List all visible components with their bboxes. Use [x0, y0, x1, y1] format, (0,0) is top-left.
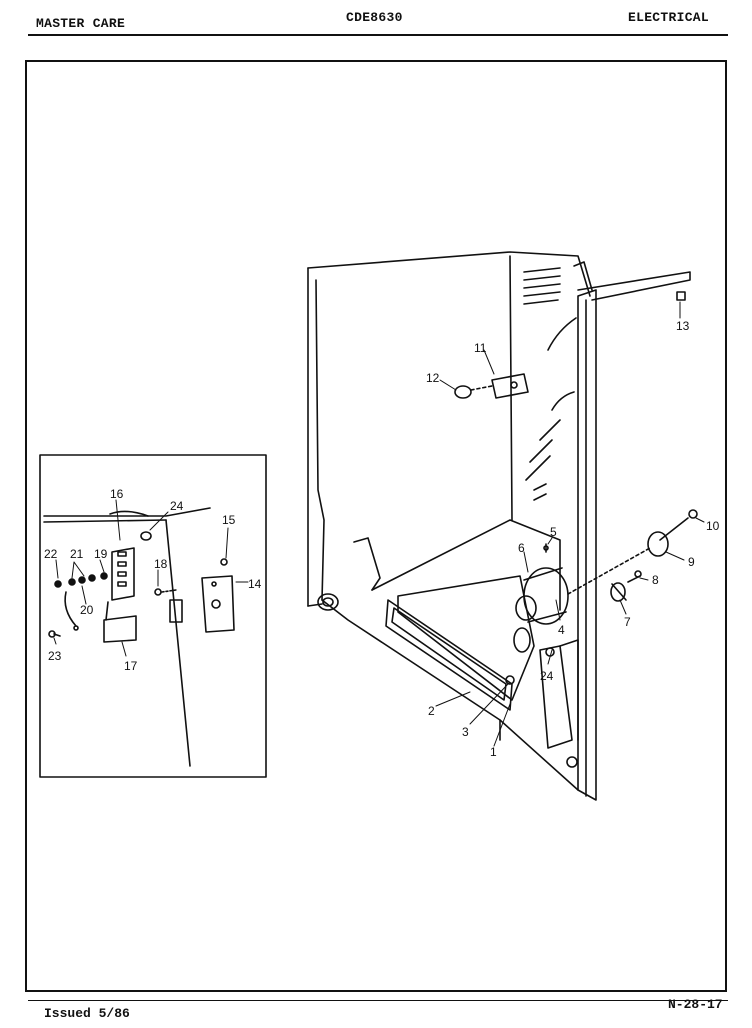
small-parts — [454, 291, 698, 602]
callout-5: 5 — [550, 525, 557, 539]
callout-1: 1 — [490, 745, 497, 759]
callout-22: 22 — [44, 547, 58, 561]
callout-10: 10 — [706, 519, 720, 533]
dryer-cabinet — [307, 251, 691, 801]
callout-17: 17 — [124, 659, 138, 673]
diagram-frame — [25, 60, 727, 992]
callout-20: 20 — [80, 603, 94, 617]
callout-24-main: 24 — [540, 669, 554, 683]
callout-3: 3 — [462, 725, 469, 739]
header-brand: MASTER CARE — [36, 16, 126, 31]
callout-11: 11 — [474, 341, 487, 355]
leader-lines — [435, 301, 705, 747]
callout-12: 12 — [426, 371, 440, 385]
callout-19: 19 — [94, 547, 108, 561]
callout-15: 15 — [222, 513, 236, 527]
header-rule — [28, 34, 728, 36]
footer-page-code: N-28-17 — [668, 997, 723, 1012]
callout-21: 21 — [70, 547, 84, 561]
callout-2: 2 — [428, 704, 435, 718]
callout-23: 23 — [48, 649, 62, 663]
header-section: ELECTRICAL — [628, 10, 710, 25]
heater-duct-assembly — [353, 519, 579, 749]
callout-6: 6 — [518, 541, 525, 555]
callout-14: 14 — [248, 577, 262, 591]
callout-7: 7 — [624, 615, 631, 629]
callout-18: 18 — [154, 557, 168, 571]
footer-rule — [28, 1000, 728, 1001]
callout-8: 8 — [652, 573, 659, 587]
callout-labels: 1 2 3 4 5 6 7 8 9 10 11 12 13 14 15 16 1… — [44, 319, 720, 759]
header-model: CDE8630 — [346, 10, 403, 25]
callout-4: 4 — [558, 623, 565, 637]
inset-detail — [39, 454, 267, 778]
callout-9: 9 — [688, 555, 695, 569]
callout-13: 13 — [676, 319, 690, 333]
callout-16: 16 — [110, 487, 124, 501]
callout-24-inset: 24 — [170, 499, 184, 513]
footer-issued: Issued 5/86 — [44, 1006, 130, 1021]
